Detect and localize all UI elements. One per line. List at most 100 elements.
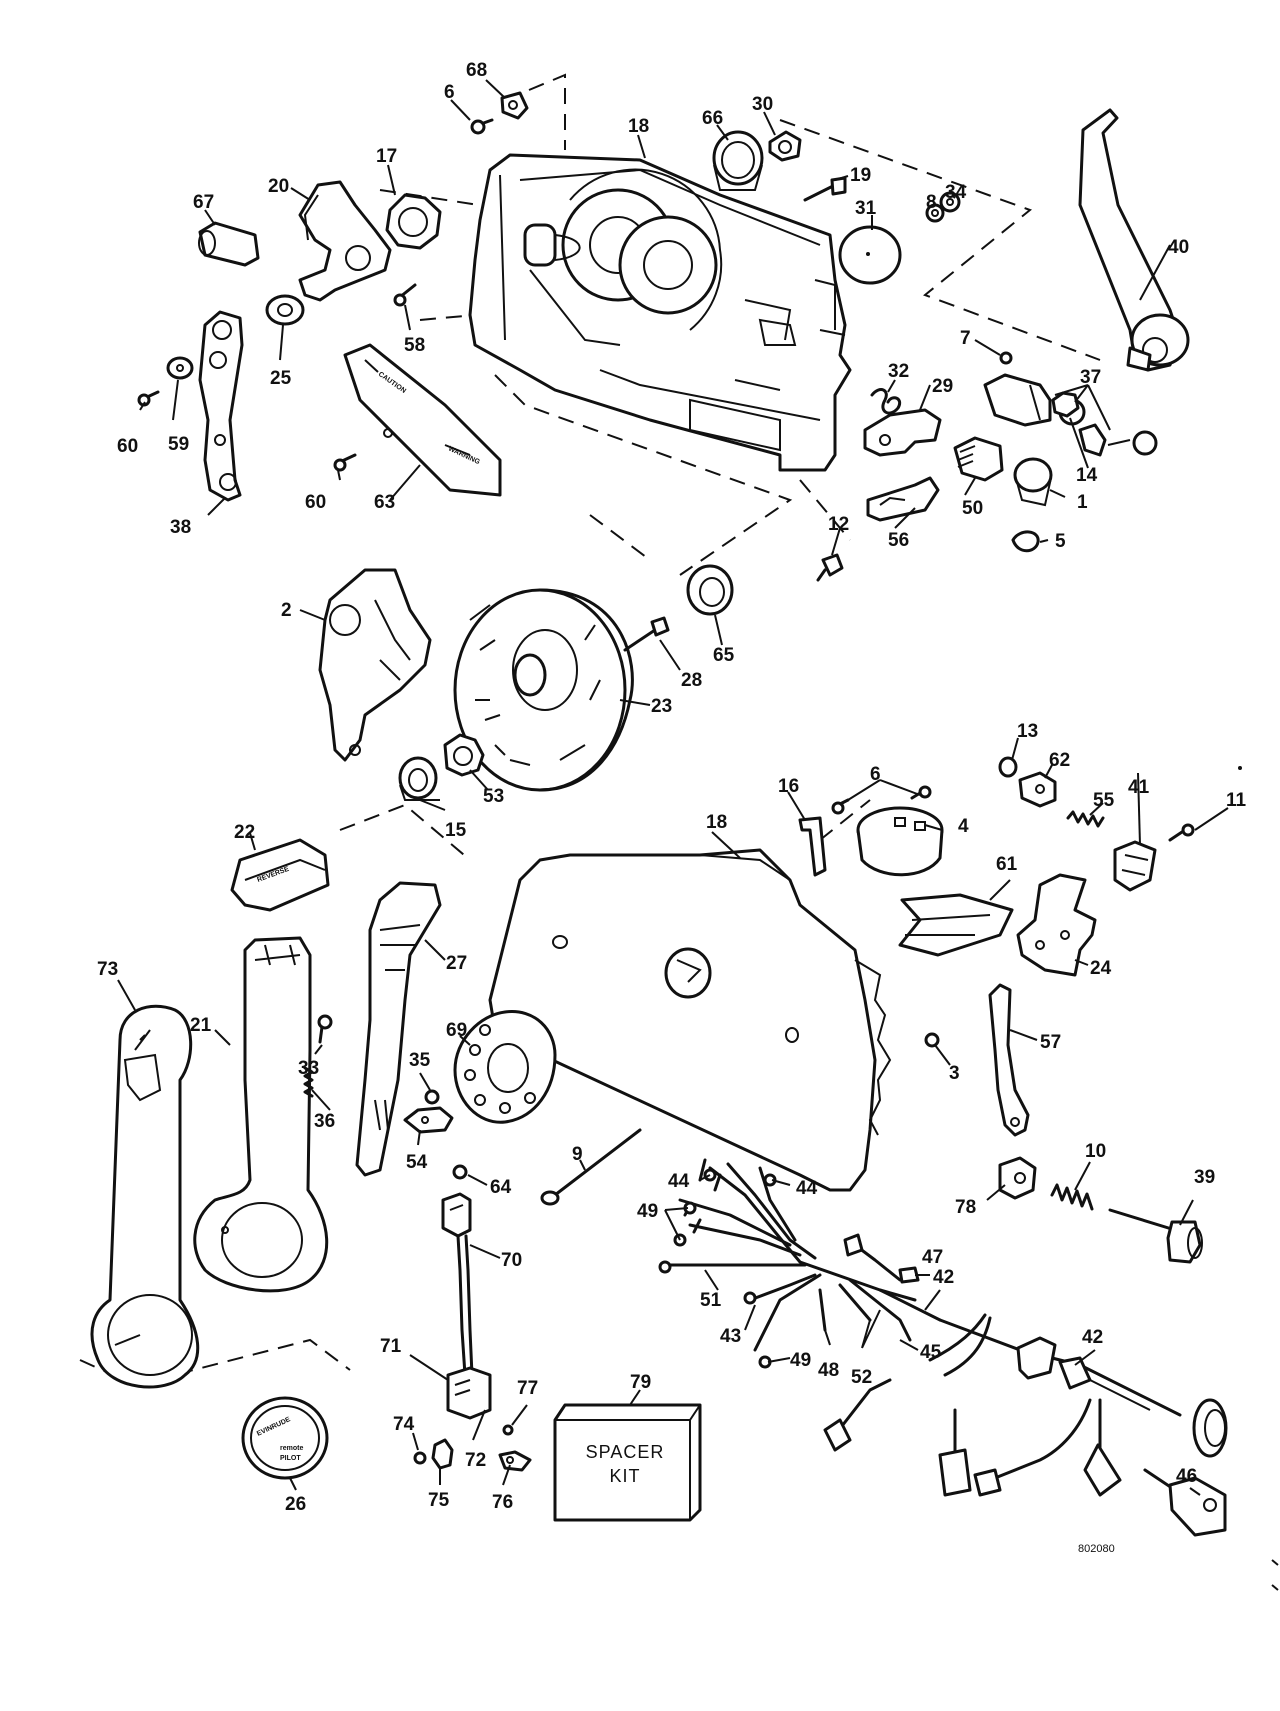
callout-45: 45 [920, 1342, 942, 1363]
callout-43: 43 [720, 1326, 741, 1347]
callout-10: 10 [1085, 1141, 1106, 1162]
part-60-screw-mid [333, 453, 357, 472]
part-74-screw [413, 1451, 427, 1465]
callout-52: 52 [851, 1367, 872, 1388]
callout-34: 34 [945, 182, 967, 203]
callout-48: 48 [818, 1360, 839, 1381]
callout-3: 3 [949, 1063, 960, 1084]
part-62-block [1018, 771, 1057, 808]
part-68-clip [500, 91, 529, 120]
part-6-screw-top [470, 118, 494, 135]
control-housing-cover [488, 848, 892, 1192]
callout-73: 73 [97, 959, 118, 980]
callout-2: 2 [281, 600, 292, 621]
callout-71: 71 [380, 1336, 402, 1357]
callout-9: 9 [572, 1144, 583, 1165]
callout-55: 55 [1093, 790, 1115, 811]
callout-23: 23 [651, 696, 672, 717]
part-66-bushing [712, 130, 764, 191]
wiring-harness [658, 1158, 1228, 1537]
part-54-clip [403, 1106, 454, 1134]
part-76-fitting [498, 1450, 532, 1472]
part-65-bushing [686, 564, 734, 616]
callout-37: 37 [1080, 367, 1101, 388]
part-67-knob [198, 221, 260, 267]
part-9-long-bolt [540, 1128, 642, 1206]
callout-54: 54 [406, 1152, 428, 1173]
part-28-bolt [623, 616, 670, 652]
spacer-kit-line2: KIT [609, 1466, 640, 1486]
callout-32: 32 [888, 361, 909, 382]
part-20-cam [298, 180, 392, 302]
margin-marks [1271, 1559, 1279, 1591]
callout-58: 58 [404, 335, 425, 356]
part-11-screw [1168, 823, 1195, 842]
part-73-handle [90, 1004, 200, 1389]
callout-leaders [117, 79, 1229, 1496]
callout-labels: 68 6 18 66 30 17 20 67 19 8 34 31 40 58 … [97, 60, 1247, 1515]
callout-18: 18 [628, 116, 649, 137]
part-29-detent [863, 408, 942, 457]
callout-42: 42 [933, 1267, 954, 1288]
callout-68: 68 [466, 60, 487, 81]
callout-49: 49 [637, 1201, 658, 1222]
part-12-screw [816, 553, 844, 582]
part-25-washer [265, 294, 305, 326]
part-21-handle-arm [193, 936, 329, 1293]
callout-14: 14 [1076, 465, 1098, 486]
part-19-bolt [803, 176, 847, 202]
callout-47: 47 [922, 1247, 943, 1268]
callout-56: 56 [888, 530, 909, 551]
callout-36: 36 [314, 1111, 335, 1132]
part-61-foam [898, 893, 1014, 957]
callout-6b: 6 [870, 764, 881, 785]
part-79-spacer-kit: SPACER KIT [553, 1403, 702, 1522]
part-56-bracket [866, 476, 940, 522]
callout-40: 40 [1168, 237, 1189, 258]
callout-26: 26 [285, 1494, 306, 1515]
part-3-screw [924, 1032, 940, 1048]
stray-dot [1238, 766, 1242, 770]
callout-31: 31 [855, 198, 877, 219]
callout-50: 50 [962, 498, 983, 519]
callout-33: 33 [298, 1058, 319, 1079]
callout-13: 13 [1017, 721, 1038, 742]
part-57-link [988, 983, 1030, 1137]
callout-12: 12 [828, 514, 849, 535]
callout-46: 46 [1176, 1466, 1197, 1487]
part-59-washer [166, 356, 194, 380]
callout-63: 63 [374, 492, 395, 513]
emblem-line3: PILOT [280, 1455, 301, 1462]
part-60-screw-left [137, 390, 160, 407]
part-1-sleeve [1013, 457, 1053, 507]
callout-74: 74 [393, 1414, 415, 1435]
part-27-carrier [355, 881, 442, 1177]
callout-70: 70 [501, 1250, 522, 1271]
part-38-lever-arm [198, 310, 244, 502]
part-75-terminal [431, 1438, 454, 1470]
part-63-warning-plate: CAUTION WARNING [343, 343, 502, 497]
part-16-bracket [798, 816, 827, 877]
callout-29: 29 [932, 376, 953, 397]
callout-15: 15 [445, 820, 467, 841]
callout-76: 76 [492, 1492, 513, 1513]
callout-22: 22 [234, 822, 255, 843]
part-40-throttle-lever [1078, 108, 1190, 372]
part-26-emblem: EVINRUDE remote PILOT [241, 1396, 329, 1480]
callout-24: 24 [1090, 958, 1112, 979]
callout-42b: 42 [1082, 1327, 1103, 1348]
part-17-washer [385, 193, 442, 250]
callout-65: 65 [713, 645, 735, 666]
callout-39: 39 [1194, 1167, 1215, 1188]
callout-17: 17 [376, 146, 397, 167]
callout-78: 78 [955, 1197, 976, 1218]
callout-44b: 44 [796, 1178, 818, 1199]
callout-8: 8 [926, 192, 937, 213]
figure-code: 802080 [1078, 1543, 1115, 1555]
part-71-wire [456, 1234, 474, 1377]
part-22-decal: REVERSE [230, 838, 330, 912]
part-13-plug [998, 756, 1018, 778]
callout-64: 64 [490, 1177, 512, 1198]
callout-60b: 60 [305, 492, 326, 513]
callout-38: 38 [170, 517, 191, 538]
